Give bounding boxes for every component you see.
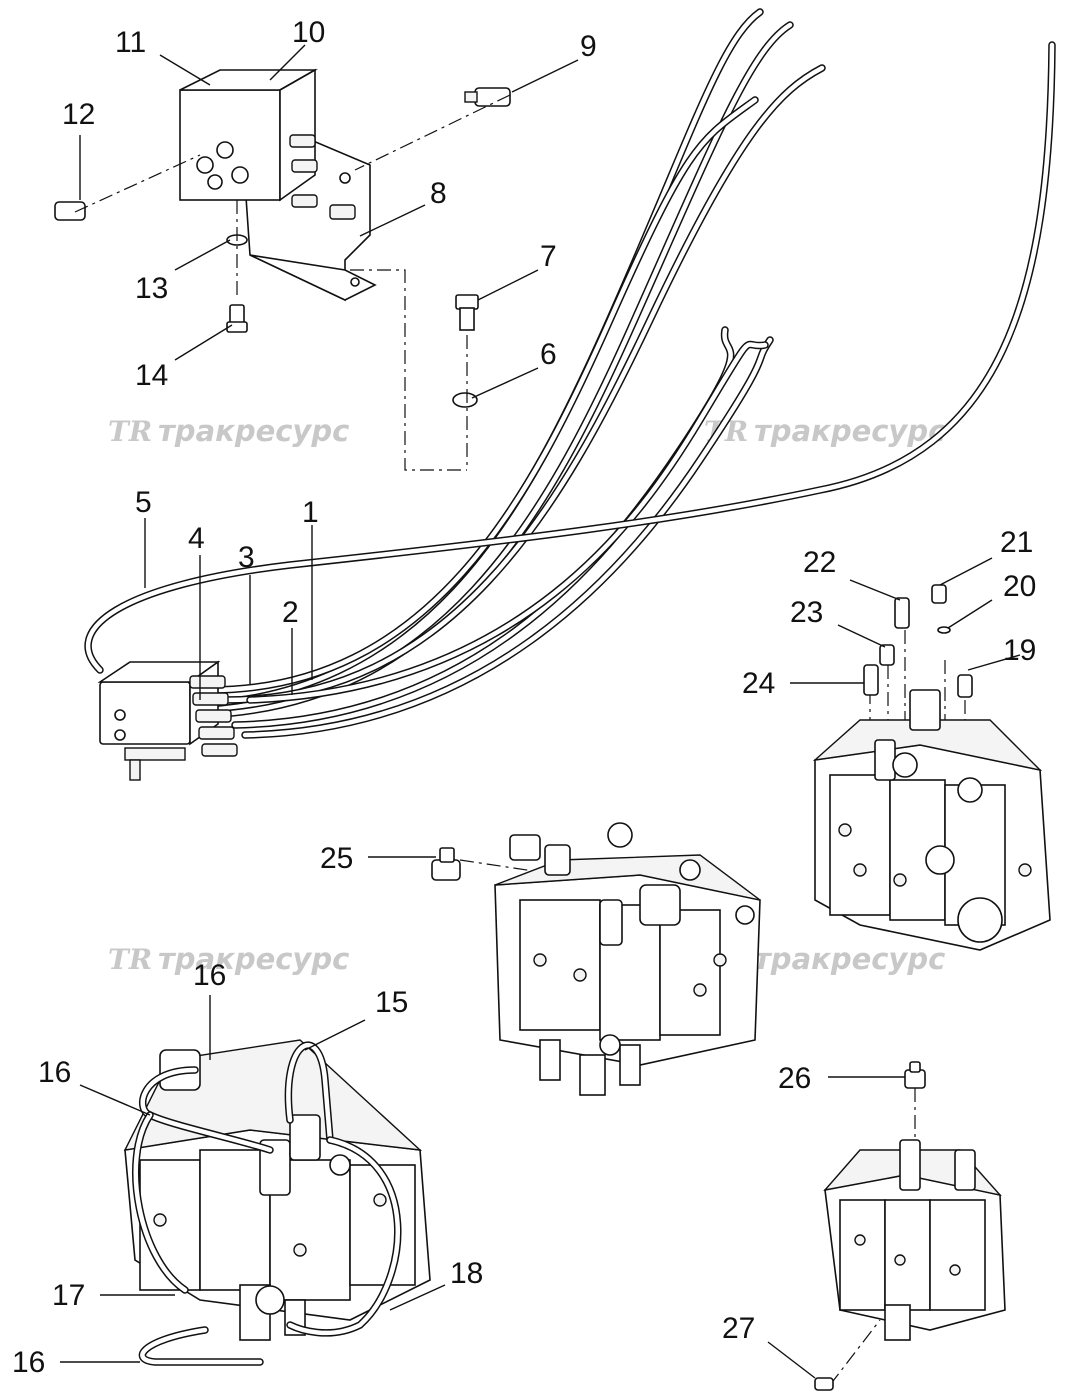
callout-24: 24 [742,667,775,700]
callout-27: 27 [722,1312,755,1345]
callout-19: 19 [1003,634,1036,667]
callout-6: 6 [540,338,557,371]
callout-2: 2 [282,596,299,629]
callout-12: 12 [62,98,95,131]
callout-1: 1 [302,496,319,529]
lower-manifold-block [97,660,238,781]
callout-15: 15 [375,986,408,1019]
callout-20: 20 [1003,570,1036,603]
callout-23: 23 [790,596,823,629]
fitting-9 [464,87,511,107]
watermark-top-left: TR тракресурс [108,414,349,448]
plug-21 [931,584,947,604]
main-control-valve-lower-left [123,1039,431,1341]
callout-7: 7 [540,240,557,273]
callout-14: 14 [135,359,168,392]
callout-16-top: 16 [193,959,226,992]
main-control-valve-right [812,689,1051,951]
callout-9: 9 [580,30,597,63]
callout-labels: 1 2 3 4 5 6 7 8 9 10 11 12 13 14 15 16 1… [12,16,1036,1379]
callout-10: 10 [292,16,325,49]
main-control-valve-bottom-right [823,1139,1006,1341]
fitting-26 [904,1061,926,1089]
main-control-valve-center [494,822,761,1096]
callout-22: 22 [803,546,836,579]
upper-valve-bracket-assembly [179,68,377,302]
watermark-bottom-left: TR тракресурс [108,942,349,976]
callout-21: 21 [1000,526,1033,559]
washer-6 [452,392,478,408]
callout-4: 4 [188,522,205,555]
fitting-12 [54,201,86,221]
bolt-7 [455,294,479,331]
callout-3: 3 [238,541,255,574]
callout-26: 26 [778,1062,811,1095]
watermark-top-right: TR тракресурс [704,414,945,448]
leader-lines [60,44,1021,1379]
svg-text:TR: TR [108,415,152,448]
svg-text:тракресурс: тракресурс [158,414,349,448]
lower-left-valve-hoses [131,1041,402,1366]
plug-22 [894,597,910,629]
o-ring-20 [937,626,951,634]
plug-24 [863,664,879,696]
bolt-14 [226,304,248,333]
hose-bundle [84,8,1056,739]
callout-11: 11 [115,26,146,59]
callout-5: 5 [135,486,152,519]
callout-25: 25 [320,842,353,875]
callout-16-left: 16 [38,1056,71,1089]
svg-text:TR: TR [108,943,152,976]
elbow-fitting-25 [431,847,461,881]
callout-16-bottom: 16 [12,1346,45,1379]
svg-text:тракресурс: тракресурс [158,942,349,976]
svg-text:тракресурс: тракресурс [754,942,945,976]
callout-13: 13 [135,272,168,305]
callout-18: 18 [450,1257,483,1290]
svg-text:тракресурс: тракресурс [754,414,945,448]
callout-8: 8 [430,177,447,210]
plug-19 [957,674,973,698]
plug-23 [879,644,895,666]
callout-17: 17 [52,1279,85,1312]
fitting-27 [814,1377,834,1391]
